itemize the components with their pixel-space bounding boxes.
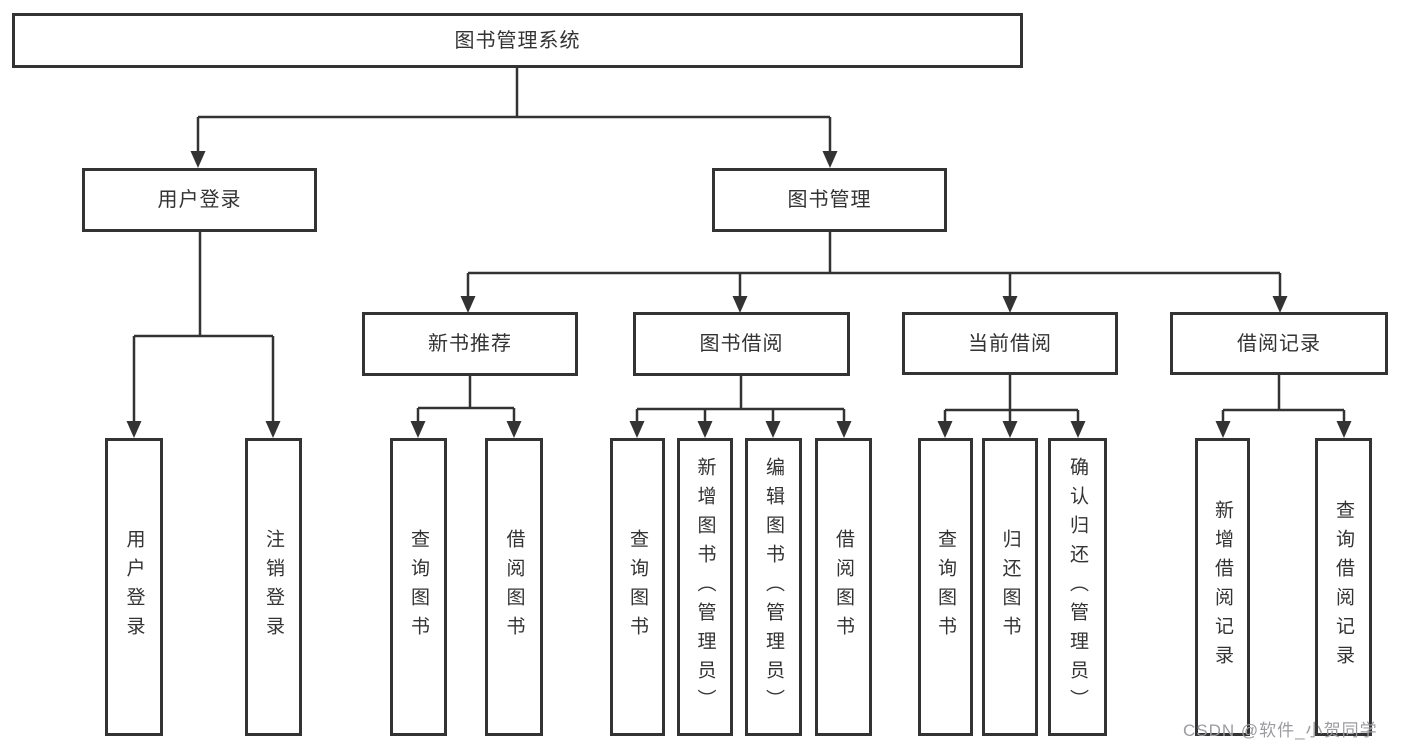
node-user-login-branch: 用户登录 <box>82 168 317 232</box>
arrowheads-current-borrowing <box>937 421 1086 438</box>
leaf-edit-book-admin: 编辑图书（管理员） <box>745 438 802 736</box>
node-borrowing-records: 借阅记录 <box>1170 312 1388 375</box>
leaf-query-books-borrowing: 查询图书 <box>610 438 665 736</box>
leaf-logout: 注销登录 <box>245 438 302 736</box>
connector-root-to-level2 <box>196 68 832 153</box>
connector-book-management-to-level3 <box>466 232 1282 298</box>
connector-user-login-to-leaves <box>132 232 275 423</box>
arrowheads-borrowing-records <box>1215 421 1352 438</box>
node-book-management-branch: 图书管理 <box>712 168 947 232</box>
leaf-query-books-current: 查询图书 <box>918 438 973 736</box>
connector-borrowing-records-leaves <box>1221 375 1346 423</box>
leaf-add-borrow-record: 新增借阅记录 <box>1195 438 1250 736</box>
node-book-borrowing: 图书借阅 <box>633 312 850 376</box>
arrowheads-new-book-recommend <box>410 421 522 438</box>
arrowheads-book-borrowing <box>629 421 852 438</box>
node-current-borrowing: 当前借阅 <box>902 312 1118 375</box>
node-root-library-system: 图书管理系统 <box>12 13 1023 68</box>
leaf-borrow-books-borrowing: 借阅图书 <box>815 438 872 736</box>
leaf-borrow-books-recommend: 借阅图书 <box>485 438 543 736</box>
arrowheads-level3 <box>460 296 1288 313</box>
connector-current-borrowing-leaves <box>943 375 1080 423</box>
leaf-confirm-return-admin: 确认归还（管理员） <box>1048 438 1107 736</box>
csdn-watermark: CSDN @软件_小贺同学 <box>1183 721 1378 740</box>
arrowheads-user-login-leaves <box>126 421 281 438</box>
leaf-add-book-admin: 新增图书（管理员） <box>677 438 733 736</box>
leaf-user-login: 用户登录 <box>105 438 163 736</box>
node-new-book-recommend: 新书推荐 <box>362 312 578 376</box>
arrowheads-level2 <box>190 151 838 168</box>
leaf-return-books: 归还图书 <box>982 438 1038 736</box>
connector-new-book-recommend-leaves <box>416 376 516 423</box>
connector-book-borrowing-leaves <box>635 376 846 423</box>
leaf-query-borrow-record: 查询借阅记录 <box>1315 438 1372 736</box>
leaf-query-books-recommend: 查询图书 <box>390 438 447 736</box>
